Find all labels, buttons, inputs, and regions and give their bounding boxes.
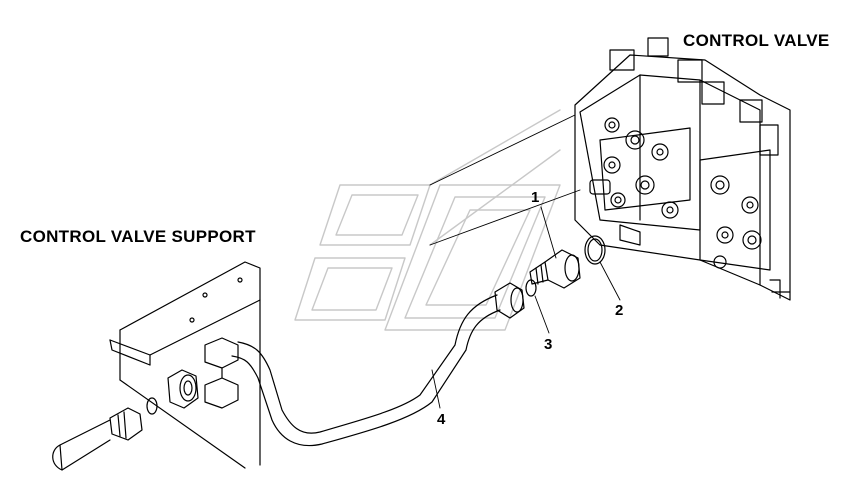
control-valve-support	[109, 261, 261, 469]
part-4-hose	[231, 282, 525, 447]
manufacturer-logo-watermark	[294, 109, 561, 331]
callout-leaders	[431, 206, 621, 409]
callout-1: 1	[531, 189, 540, 206]
control-valve-assembly	[574, 37, 791, 301]
bulkhead-fitting	[167, 369, 199, 409]
callout-4: 4	[437, 411, 446, 428]
control-valve-title: CONTROL VALVE	[683, 31, 830, 50]
callout-2: 2	[615, 302, 624, 319]
callout-3: 3	[544, 336, 553, 353]
support-o-ring	[146, 397, 158, 415]
connecting-hose-end	[52, 407, 143, 471]
part-2-o-ring-inner	[587, 238, 603, 262]
valve-leader-lines	[429, 114, 581, 246]
control-valve-support-title: CONTROL VALVE SUPPORT	[20, 227, 256, 246]
part-3-o-ring	[525, 279, 537, 297]
part-1-adapter	[529, 249, 581, 289]
part-2-o-ring	[584, 235, 606, 265]
